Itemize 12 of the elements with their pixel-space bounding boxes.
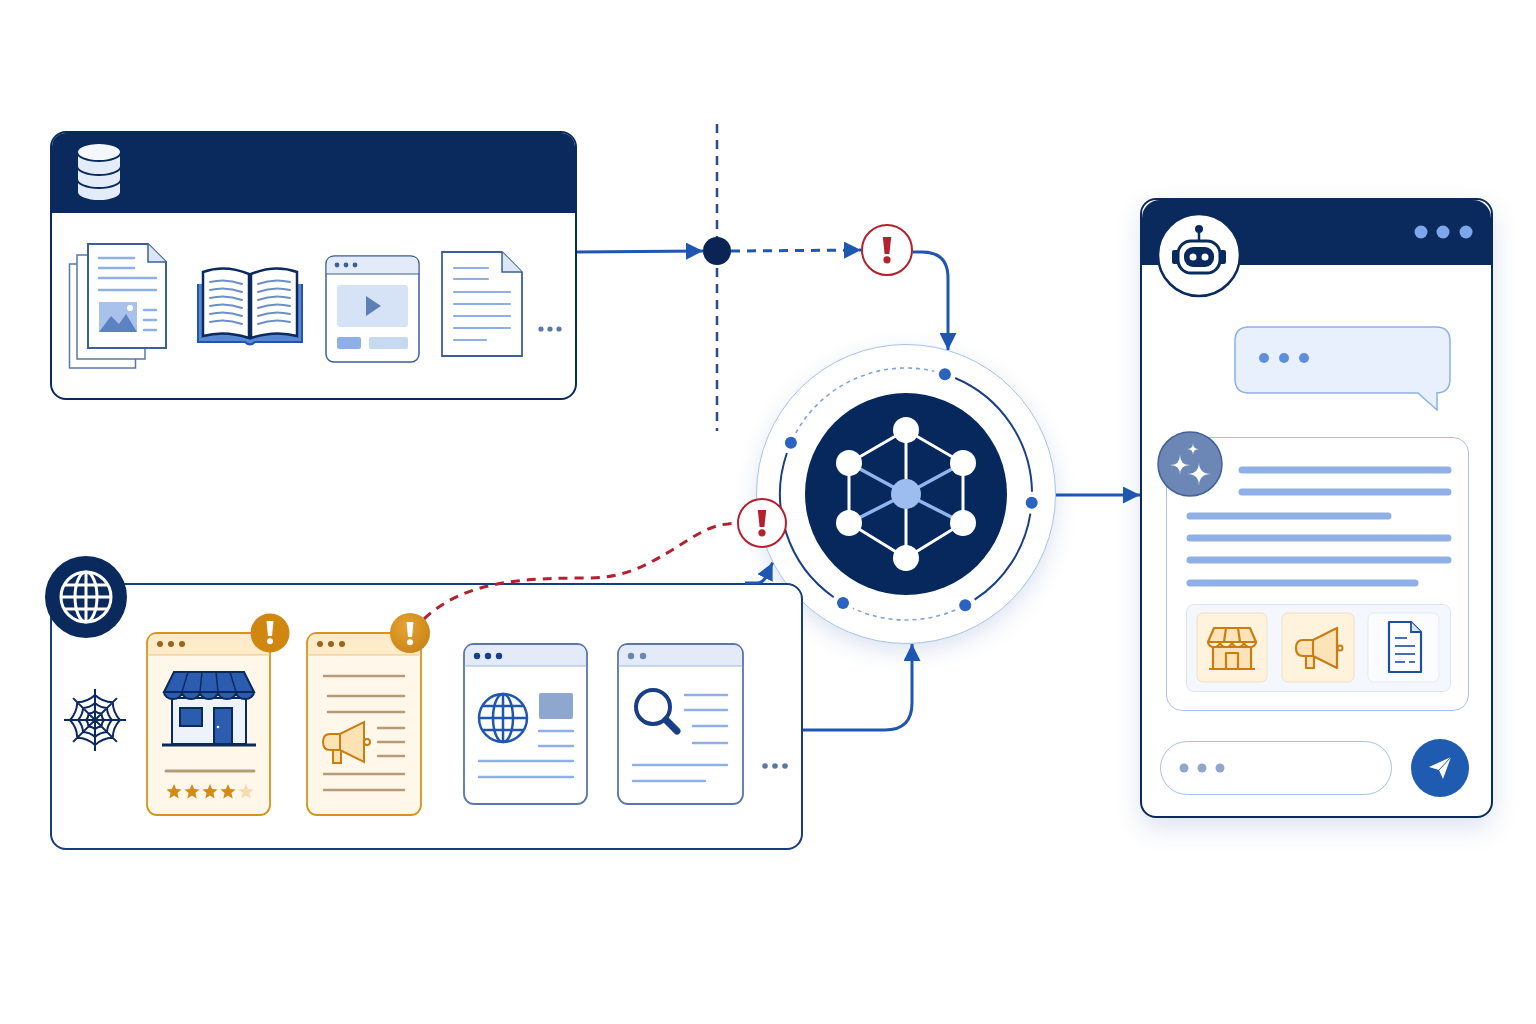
arrow — [1056, 486, 1140, 504]
arrow — [912, 250, 957, 350]
chat-window — [1140, 198, 1493, 818]
junction-dot — [703, 237, 731, 265]
arrow — [803, 643, 921, 732]
warning-badge — [390, 613, 430, 653]
arrow — [577, 242, 703, 260]
web-panel — [50, 583, 803, 850]
warning-badge — [861, 224, 913, 276]
arrow — [745, 562, 774, 585]
knowledge-panel — [50, 131, 577, 400]
dashed-arrow — [731, 241, 861, 259]
